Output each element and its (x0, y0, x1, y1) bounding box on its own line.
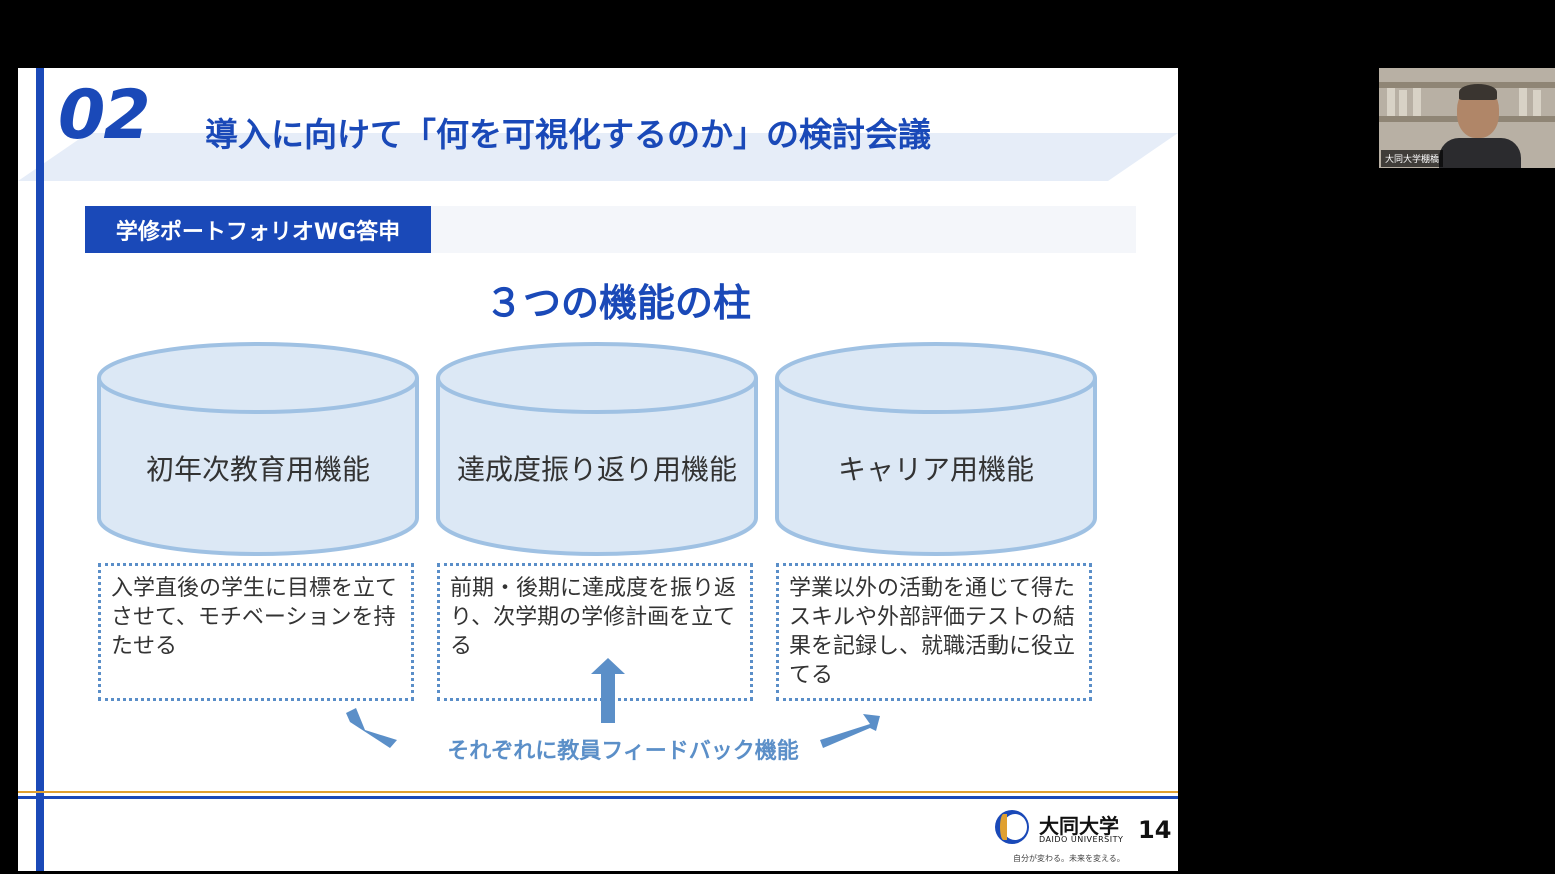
logo-tagline: 自分が変わる。未来を変える。 (1013, 854, 1125, 863)
arrow-right-icon (820, 714, 880, 748)
slide-title: 導入に向けて「何を可視化するのか」の検討会議 (205, 115, 931, 154)
page-number: 14 (1138, 816, 1172, 844)
presentation-slide: 02 導入に向けて「何を可視化するのか」の検討会議 学修ポートフォリオWG答申 … (18, 68, 1178, 871)
feedback-arrows (346, 658, 880, 748)
section-number: 02 (58, 76, 151, 155)
logo-ring-icon (995, 810, 1029, 844)
pillar-label-1: 初年次教育用機能 (145, 453, 370, 486)
pillar-description-3: 学業以外の活動を通じて得たスキルや外部評価テストの結果を記録し、就職活動に役立て… (776, 563, 1092, 701)
pillar-description-1: 入学直後の学生に目標を立てさせて、モチベーションを持たせる (98, 563, 414, 701)
tag-band (431, 206, 1136, 253)
pillar-description-2: 前期・後期に達成度を振り返り、次学期の学修計画を立てる (437, 563, 753, 701)
participant-video[interactable]: 大同大学棚橋 (1379, 68, 1555, 168)
logo-subtitle: DAIDO UNIVERSITY (1039, 835, 1124, 844)
university-logo: 大同大学 DAIDO UNIVERSITY 自分が変わる。未来を変える。 (995, 808, 1175, 868)
pillar-cylinder-1: 初年次教育用機能 (97, 340, 419, 558)
participant-body (1439, 138, 1521, 168)
feedback-caption: それぞれに教員フィードバック機能 (447, 739, 799, 764)
slide-accent-bar (36, 68, 44, 871)
participant-name: 大同大学棚橋 (1381, 150, 1444, 167)
pillar-label-2: 達成度振り返り用機能 (456, 453, 737, 486)
logo-name: 大同大学 (1039, 814, 1119, 838)
arrow-up-icon (591, 658, 625, 723)
pillars-heading: ３つの機能の柱 (484, 281, 751, 325)
title-band (18, 133, 1178, 181)
arrow-left-icon (346, 708, 397, 748)
footer-blue-line (18, 796, 1178, 799)
pillar-cylinder-2: 達成度振り返り用機能 (436, 340, 758, 558)
wg-tag: 学修ポートフォリオWG答申 (85, 206, 431, 253)
footer-gold-line (18, 791, 1178, 793)
pillar-cylinder-3: キャリア用機能 (775, 340, 1097, 558)
pillar-label-3: キャリア用機能 (837, 453, 1034, 486)
